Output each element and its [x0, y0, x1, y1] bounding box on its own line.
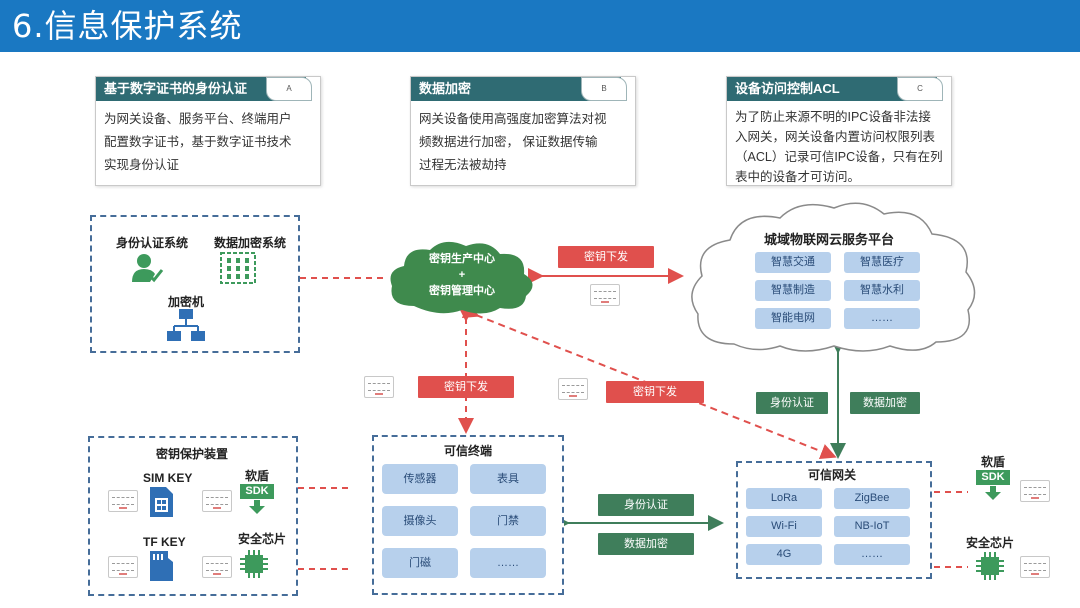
encryption-grid-icon: [220, 252, 256, 284]
card-line: 网关设备使用高强度加密算法对视: [419, 112, 607, 126]
card-line: 为网关设备、服务平台、终端用户: [104, 112, 292, 126]
identity-auth-tag: 身份认证: [756, 392, 828, 414]
network-icon: [167, 309, 205, 341]
cloud-title: 城域物联网云服务平台: [764, 232, 895, 247]
sdk-icon: SDK: [240, 484, 274, 514]
kmc-label: 密钥生产中心 + 密钥管理中心: [396, 251, 528, 299]
card-acl: 设备访问控制ACL C 为了防止来源不明的IPC设备非法接 入网关，网关设备内置…: [726, 76, 952, 186]
kmc-line: 密钥生产中心: [429, 253, 495, 265]
softshield-label: 软盾: [981, 455, 1006, 469]
key-issue-tag: 密钥下发: [418, 376, 514, 398]
gateway-item: Wi-Fi: [746, 516, 822, 537]
card-tab-a: A: [266, 77, 312, 101]
cloud-item: ……: [844, 308, 920, 329]
card-body: 为网关设备、服务平台、终端用户 配置数字证书，基于数字证书技术 实现身份认证: [104, 108, 316, 177]
key-icon: [1020, 556, 1050, 578]
secure-chip-label: 安全芯片: [966, 536, 1015, 550]
sdk-icon: SDK: [976, 470, 1010, 500]
chip-icon: [240, 550, 268, 578]
gateway-item: NB-IoT: [834, 516, 910, 537]
title-bar: [0, 0, 1080, 52]
key-icon: [108, 556, 138, 578]
terminal-item: 门禁: [470, 506, 546, 536]
card-identity-auth: 基于数字证书的身份认证 A 为网关设备、服务平台、终端用户 配置数字证书，基于数…: [95, 76, 321, 186]
data-encryption-system-label: 数据加密系统: [214, 236, 287, 250]
key-icon: [202, 556, 232, 578]
terminal-item: ……: [470, 548, 546, 578]
gateway-item: ……: [834, 544, 910, 565]
key-icon: [1020, 480, 1050, 502]
card-line: 入网关，网关设备内置访问权限列表: [735, 130, 936, 144]
key-icon: [558, 378, 588, 400]
data-encrypt-tag: 数据加密: [850, 392, 920, 414]
cloud-item: 智慧医疗: [844, 252, 920, 273]
sdk-label: SDK: [976, 470, 1010, 485]
identity-auth-system-label: 身份认证系统: [116, 236, 189, 250]
softshield-label: 软盾: [245, 469, 270, 483]
card-line: （ACL）记录可信IPC设备，只有在列: [735, 150, 943, 164]
key-protect-title: 密钥保护装置: [156, 447, 229, 461]
tfkey-label: TF KEY: [143, 535, 186, 549]
card-line: 过程无法被劫持: [419, 158, 507, 172]
terminal-item: 门磁: [382, 548, 458, 578]
key-icon: [590, 284, 620, 306]
kmc-line: 密钥管理中心: [429, 285, 495, 297]
card-body: 为了防止来源不明的IPC设备非法接 入网关，网关设备内置访问权限列表 （ACL）…: [735, 107, 947, 187]
chip-icon: [976, 552, 1004, 580]
secure-chip-label: 安全芯片: [238, 532, 287, 546]
card-line: 频数据进行加密， 保证数据传输: [419, 135, 598, 149]
kmc-cloud-shape: [390, 241, 533, 314]
encryptor-label: 加密机: [168, 295, 205, 309]
sdk-label: SDK: [240, 484, 274, 499]
sim-card-icon: [150, 487, 173, 517]
card-tab-b: B: [581, 77, 627, 101]
trusted-gateway-title: 可信网关: [808, 468, 857, 482]
user-check-icon: [132, 254, 164, 283]
key-icon: [202, 490, 232, 512]
data-encrypt-tag: 数据加密: [598, 533, 694, 555]
cloud-item: 智能电网: [755, 308, 831, 329]
card-tab-c: C: [897, 77, 943, 101]
page-title: 6.信息保护系统: [12, 7, 243, 45]
gateway-item: LoRa: [746, 488, 822, 509]
key-icon: [108, 490, 138, 512]
identity-auth-tag: 身份认证: [598, 494, 694, 516]
cloud-item: 智慧水利: [844, 280, 920, 301]
kmc-line: +: [458, 269, 466, 281]
gateway-item: 4G: [746, 544, 822, 565]
cloud-item: 智慧制造: [755, 280, 831, 301]
simkey-label: SIM KEY: [143, 471, 193, 485]
card-line: 为了防止来源不明的IPC设备非法接: [735, 110, 931, 124]
terminal-item: 传感器: [382, 464, 458, 494]
card-body: 网关设备使用高强度加密算法对视 频数据进行加密， 保证数据传输 过程无法被劫持: [419, 108, 631, 177]
security-system-box: [90, 215, 300, 353]
key-issue-tag: 密钥下发: [606, 381, 704, 403]
cloud-item: 智慧交通: [755, 252, 831, 273]
key-icon: [364, 376, 394, 398]
key-issue-tag: 密钥下发: [558, 246, 654, 268]
card-line: 表中的设备才可访问。: [735, 170, 861, 184]
card-data-encryption: 数据加密 B 网关设备使用高强度加密算法对视 频数据进行加密， 保证数据传输 过…: [410, 76, 636, 186]
cloud-platform-shape: [691, 202, 976, 352]
card-line: 实现身份认证: [104, 158, 180, 172]
terminal-item: 表具: [470, 464, 546, 494]
trusted-terminal-title: 可信终端: [444, 444, 493, 458]
gateway-item: ZigBee: [834, 488, 910, 509]
card-line: 配置数字证书，基于数字证书技术: [104, 135, 292, 149]
tf-card-icon: [150, 551, 173, 581]
terminal-item: 摄像头: [382, 506, 458, 536]
